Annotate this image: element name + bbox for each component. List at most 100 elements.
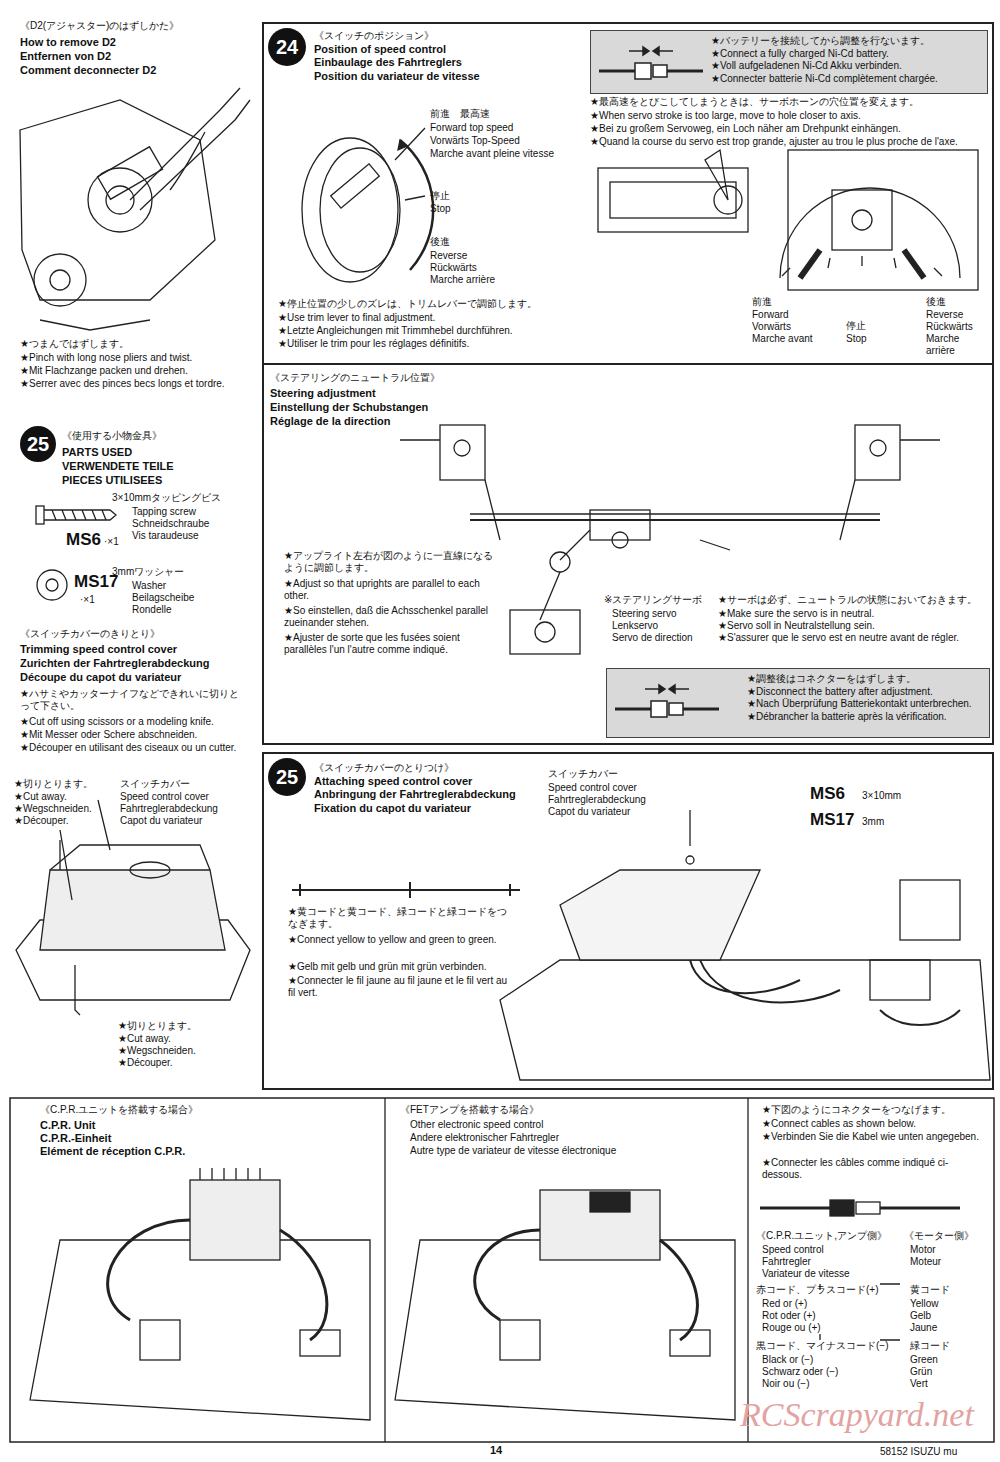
label-text: ★Cut away. xyxy=(14,791,67,803)
note-text: ★Connecter batterie Ni-Cd complètement c… xyxy=(711,73,985,86)
label-text: 3mmワッシャー xyxy=(112,566,184,578)
text-group: ★調整後はコネクターをはずします。★Disconnect the battery… xyxy=(747,673,987,723)
label-text: Fahrtreglerabdeckung xyxy=(120,803,218,815)
label-text: 3×10mmタッピングビス xyxy=(112,492,221,504)
label-text: Speed control cover xyxy=(120,791,209,803)
label-text: Fahrtregler xyxy=(762,1256,811,1268)
label-text: Gelb xyxy=(910,1310,931,1322)
label-text: 後進 xyxy=(430,236,450,248)
label-text: C.P.R. Unit xyxy=(40,1119,95,1132)
label-text: PARTS USED xyxy=(62,446,132,459)
note-text: ★バッテリーを接続してから調整を行ないます。 xyxy=(711,35,985,48)
label-text: Stop xyxy=(430,203,451,215)
note-text: ★Nach Überprüfung Batteriekontakt unterb… xyxy=(747,698,987,711)
label-text: ★Ajuster de sorte que les fusées soient … xyxy=(284,632,499,656)
label-text: ★Cut off using scissors or a modeling kn… xyxy=(20,716,260,728)
label-text: ★Connect cables as shown below. xyxy=(762,1118,916,1130)
label-text: ·×1 xyxy=(80,594,95,606)
connector-drawing xyxy=(760,1200,960,1340)
label-text: ★停止位置の少しのズレは、トリムレバーで調節します。 xyxy=(278,298,537,310)
panel-heading: 《スイッチのポジション》 xyxy=(314,30,614,43)
cover-drawing xyxy=(16,800,250,1015)
label-text: 《モーター側》 xyxy=(904,1230,974,1242)
label-text: 《C.P.R.ユニット,アンプ側》 xyxy=(756,1230,887,1242)
label-text: ★Wegschneiden. xyxy=(118,1045,196,1057)
label-text: 後進 xyxy=(926,296,946,308)
label-text: PIECES UTILISEES xyxy=(62,474,162,487)
label-text: ★Quand la course du servo est trop grand… xyxy=(590,136,980,148)
label-text: arrière xyxy=(926,345,955,357)
label-text: Rot oder (+) xyxy=(762,1310,816,1322)
part-code: MS6 xyxy=(66,530,101,551)
label-text: Black or (−) xyxy=(762,1354,813,1366)
label-text: ★切りとります。 xyxy=(14,778,93,790)
label-text: ★Mit Messer oder Schere abschneiden. xyxy=(20,729,197,741)
label-text: 《ステアリングのニュートラル位置》 xyxy=(270,372,440,384)
label-text: Schwarz oder (−) xyxy=(762,1366,838,1378)
step-number-text: 24 xyxy=(276,36,298,59)
label-text: Rouge ou (+) xyxy=(762,1322,821,1334)
part-code: MS17 xyxy=(74,572,118,593)
label-text: ★最高速をとびこしてしまうときは、サーボホーンの穴位置を変えます。 xyxy=(590,96,919,108)
label-text: ★切りとります。 xyxy=(118,1020,197,1032)
note-text: ★調整後はコネクターをはずします。 xyxy=(747,673,987,686)
cpr-unit-drawing xyxy=(30,1168,370,1420)
label-text: Découpe du capot du variateur xyxy=(20,671,181,684)
label-text: Vorwärts xyxy=(752,321,791,333)
label-text: 3×10mm xyxy=(862,790,901,802)
label-text: ★つまんではずします。 xyxy=(20,338,129,350)
label-text: Zurichten der Fahrtreglerabdeckung xyxy=(20,657,209,670)
label-text: 《スイッチカバーのきりとり》 xyxy=(20,628,160,640)
label-text: Speed control cover xyxy=(548,782,637,794)
step-number: 24 xyxy=(268,28,306,66)
label-text: Stop xyxy=(846,333,867,345)
note-box: ★調整後はコネクターをはずします。★Disconnect the battery… xyxy=(606,668,990,738)
label-text: 58152 ISUZU mu xyxy=(880,1446,957,1458)
label-text: Réglage de la direction xyxy=(270,415,390,428)
label-text: Vis taraudeuse xyxy=(132,530,199,542)
label-text: ★Cut away. xyxy=(118,1033,171,1045)
label-text: Marche avant pleine vitesse xyxy=(430,148,554,160)
part-code: MS6 xyxy=(810,784,845,805)
label-text: ★When servo stroke is too large, move to… xyxy=(590,110,861,122)
label-text: ★Découper. xyxy=(14,815,69,827)
label-text: 赤コード、プラスコード(+) xyxy=(756,1284,879,1296)
label-text: Rückwärts xyxy=(430,262,477,274)
label-text: ★Mit Flachzange packen und drehen. xyxy=(20,365,188,377)
label-text: How to remove D2 xyxy=(20,36,116,49)
label-text: Autre type de variateur de vitesse élect… xyxy=(410,1145,630,1157)
label-text: Marche xyxy=(926,333,959,345)
label-text: ★Servo soll in Neutralstellung sein. xyxy=(718,620,875,632)
label-text: 《D2(アジャスター)のはずしかた》 xyxy=(20,20,179,32)
label-text: ★Utiliser le trim pour les réglages défi… xyxy=(278,338,469,350)
label-text: Schneidschraube xyxy=(132,518,209,530)
connector-icon xyxy=(615,681,719,721)
label-text: Other electronic speed control xyxy=(410,1119,543,1131)
label-text: Marche arrière xyxy=(430,274,495,286)
label-text: Forward top speed xyxy=(430,122,513,134)
step-number: 25 xyxy=(20,426,56,462)
label-text: Vert xyxy=(910,1378,928,1390)
label-text: Servo de direction xyxy=(612,632,693,644)
label-text: Noir ou (−) xyxy=(762,1378,810,1390)
label-text: 14 xyxy=(490,1444,502,1457)
part-code: MS17 xyxy=(810,810,854,831)
label-text: C.P.R.-Einheit xyxy=(40,1132,111,1145)
label-text: ★下図のようにコネクターをつなげます。 xyxy=(762,1104,982,1116)
label-text: Moteur xyxy=(910,1256,941,1268)
label-text: ★アップライト左右が図のように一直線になるように調節します。 xyxy=(284,550,499,574)
watermark: RCScrapyard.net xyxy=(740,1394,974,1435)
note-text: ★Débrancher la batterie après la vérific… xyxy=(747,711,987,724)
panel-heading: Position of speed control xyxy=(314,43,614,57)
label-text: Andere elektronischer Fahrtregler xyxy=(410,1132,559,1144)
servo-drawing xyxy=(598,150,978,290)
label-text: ※ステアリングサーボ xyxy=(604,594,702,606)
label-text: Elément de réception C.P.R. xyxy=(40,1145,185,1158)
note-text: ★Disconnect the battery after adjustment… xyxy=(747,686,987,699)
panel-heading: Position du variateur de vitesse xyxy=(314,70,614,84)
label-text: ·×1 xyxy=(104,536,119,548)
label-text: Entfernen von D2 xyxy=(20,50,111,63)
label-text: ★So einstellen, daß die Achsschenkel par… xyxy=(284,605,499,629)
label-text: ★Verbinden Sie die Kabel wie unten angeg… xyxy=(762,1131,982,1143)
label-text: ★Connect yellow to yellow and green to g… xyxy=(288,934,508,946)
